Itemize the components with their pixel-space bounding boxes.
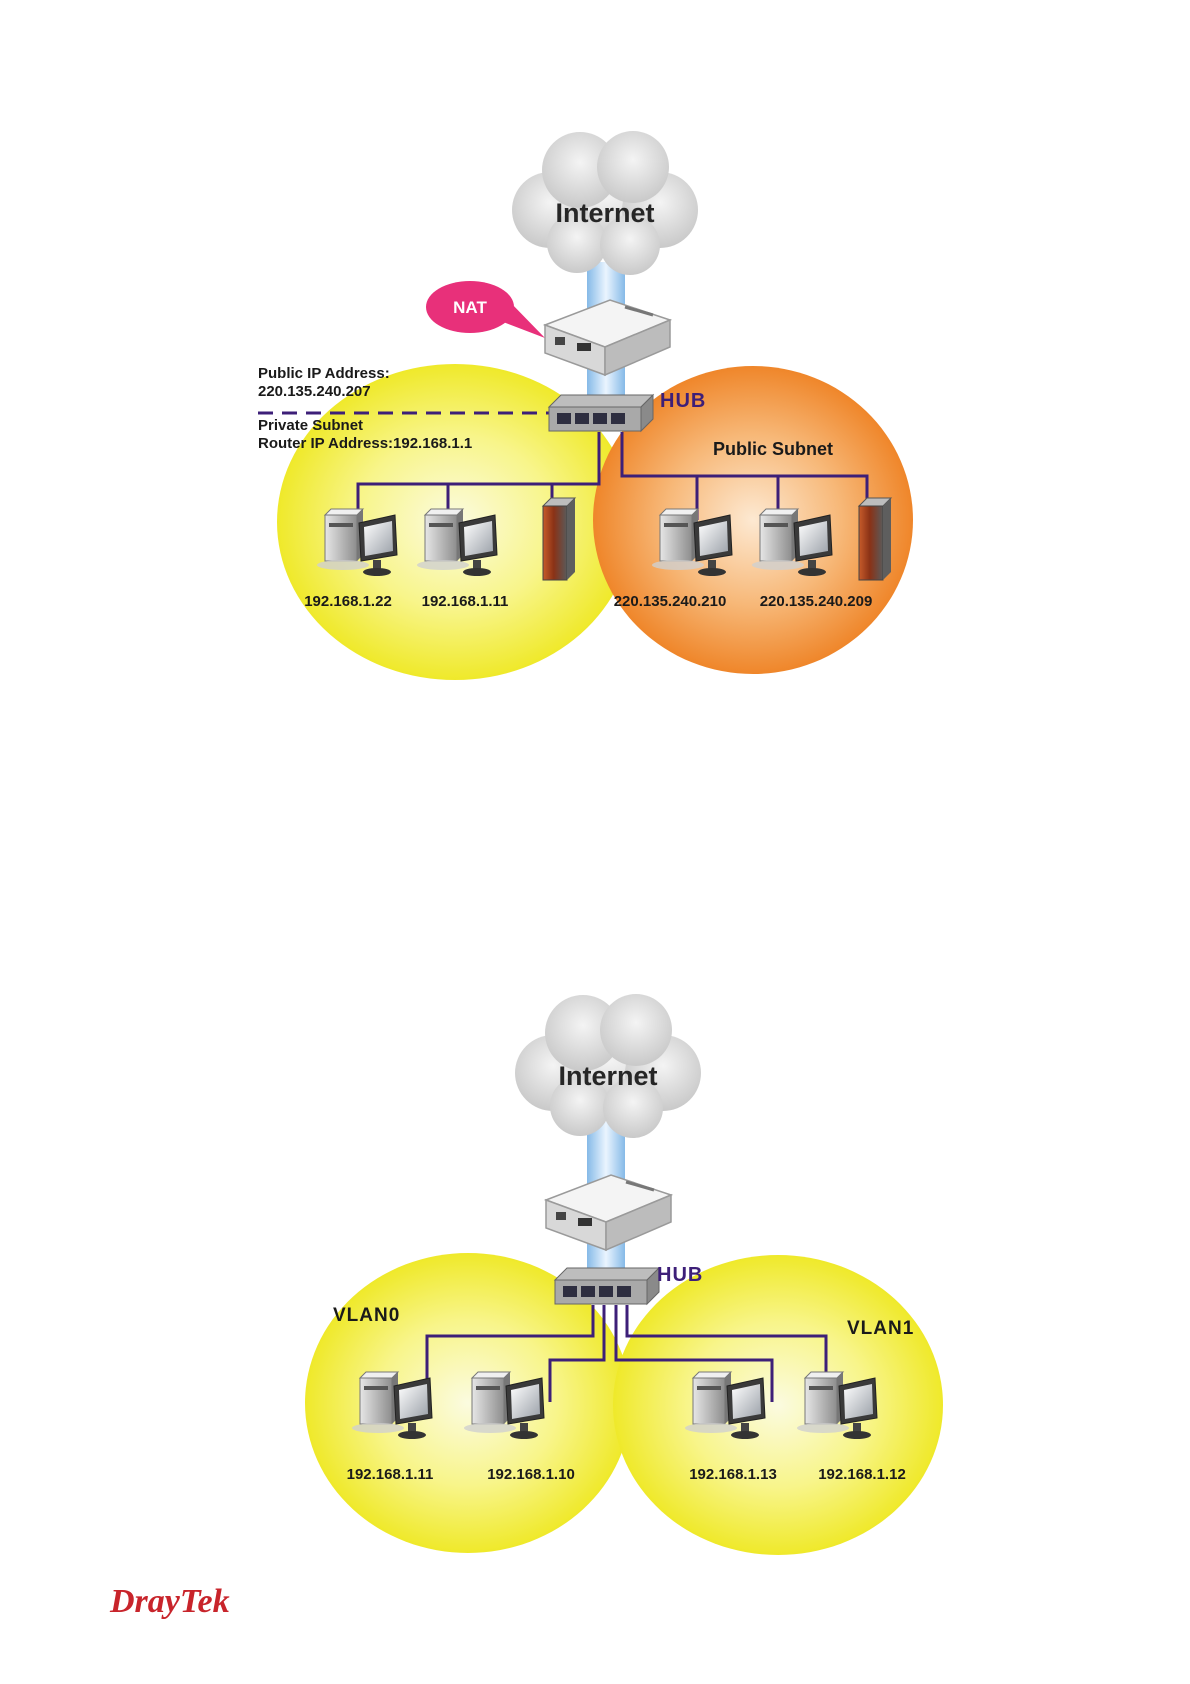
- vlan1-label: VLAN1: [847, 1318, 914, 1339]
- host-ip-label: 192.168.1.11: [347, 1466, 434, 1483]
- draytek-logo: DrayTek: [109, 1583, 230, 1620]
- public-ip-value: 220.135.240.207: [258, 383, 371, 400]
- nat-label: NAT: [453, 298, 487, 317]
- public-ip-heading: Public IP Address:: [258, 365, 390, 382]
- host-ip-label: 220.135.240.209: [760, 593, 873, 610]
- vlan1-zone: [613, 1255, 943, 1555]
- nat-bubble: NAT: [426, 281, 545, 338]
- vlan0-label: VLAN0: [333, 1305, 400, 1326]
- nat-diagram: Internet NAT HUB Public IP Address: 220.…: [258, 131, 913, 680]
- internet-label: Internet: [558, 1061, 657, 1091]
- hub-icon: [555, 1268, 659, 1304]
- hub-label: HUB: [660, 390, 706, 412]
- hub-icon: [549, 395, 653, 431]
- host-ip-label: 192.168.1.22: [304, 593, 392, 610]
- internet-label: Internet: [555, 198, 654, 228]
- server-tower-icon: [859, 498, 891, 580]
- host-ip-label: 192.168.1.12: [818, 1466, 906, 1483]
- host-ip-label: 220.135.240.210: [614, 593, 727, 610]
- private-subnet-label: Private Subnet: [258, 417, 363, 434]
- public-subnet-label: Public Subnet: [713, 439, 833, 459]
- router-icon: [546, 1175, 671, 1250]
- host-ip-label: 192.168.1.11: [422, 593, 509, 610]
- host-ip-label: 192.168.1.13: [689, 1466, 777, 1483]
- hub-label: HUB: [657, 1264, 703, 1286]
- router-icon: [545, 300, 670, 375]
- router-ip-label: Router IP Address:192.168.1.1: [258, 435, 472, 452]
- vlan-diagram: Internet HUB VLAN0 VLAN1 192.168.1.11 19…: [305, 994, 943, 1555]
- server-tower-icon: [543, 498, 575, 580]
- host-ip-label: 192.168.1.10: [487, 1466, 575, 1483]
